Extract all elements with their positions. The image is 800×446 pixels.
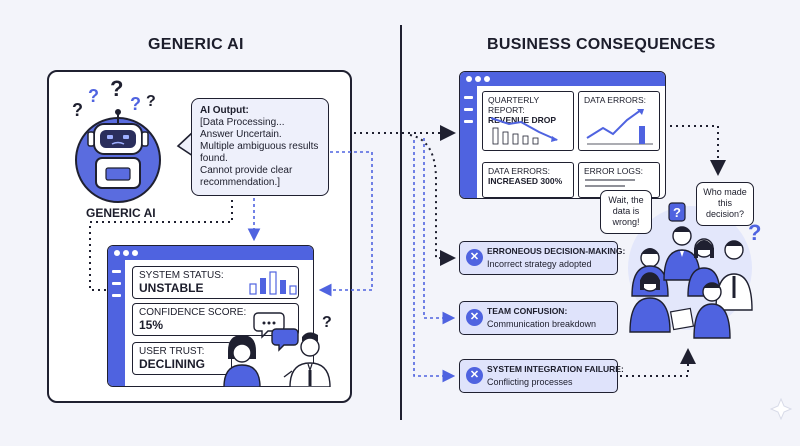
question-mark-icon: ? bbox=[748, 220, 761, 245]
svg-text:?: ? bbox=[322, 314, 332, 331]
confidence-score-value: 15% bbox=[139, 318, 164, 332]
svg-text:?: ? bbox=[88, 86, 99, 106]
question-badge-icon: ? bbox=[668, 202, 686, 222]
left-heading: GENERIC AI bbox=[148, 36, 244, 53]
ai-output-bubble: AI Output: [Data Processing... Answer Un… bbox=[191, 98, 329, 196]
window-titlebar bbox=[460, 72, 665, 86]
window-sidebar bbox=[108, 260, 125, 386]
consequence-desc: Conflicting processes bbox=[487, 377, 573, 387]
error-logs-label: ERROR LOGS: bbox=[584, 166, 644, 176]
log-lines-icon bbox=[585, 179, 635, 187]
confidence-score-label: CONFIDENCE SCORE: bbox=[139, 307, 247, 318]
bar-chart-icon bbox=[249, 271, 297, 295]
sparkle-icon bbox=[770, 398, 792, 420]
confused-team-icon bbox=[628, 206, 753, 339]
bubble-tail bbox=[176, 131, 194, 157]
quarterly-report-label: QUARTERLY REPORT: bbox=[488, 95, 540, 115]
svg-text:?: ? bbox=[72, 100, 83, 120]
consequence-title: ERRONEOUS DECISION-MAKING: bbox=[487, 246, 626, 256]
center-divider bbox=[400, 25, 402, 420]
robot-icon: ? ? ? ? ? bbox=[72, 78, 161, 203]
close-x-icon: ✕ bbox=[466, 309, 483, 326]
declining-chart-icon bbox=[490, 117, 558, 145]
user-trust-box: USER TRUST: DECLINING bbox=[132, 342, 232, 375]
user-trust-label: USER TRUST: bbox=[139, 346, 205, 357]
errors-increase-label: DATA ERRORS: bbox=[488, 166, 551, 176]
svg-text:?: ? bbox=[110, 78, 123, 101]
quarterly-report-value: REVENUE DROP bbox=[488, 115, 557, 125]
svg-text:?: ? bbox=[673, 205, 681, 220]
svg-text:?: ? bbox=[748, 220, 761, 245]
close-x-icon: ✕ bbox=[466, 367, 483, 384]
ai-output-body: [Data Processing... Answer Uncertain. Mu… bbox=[200, 117, 319, 188]
close-x-icon: ✕ bbox=[466, 249, 483, 266]
quarterly-report-panel: QUARTERLY REPORT: REVENUE DROP bbox=[482, 91, 574, 151]
speech-bubble-wait: Wait, the data is wrong! bbox=[600, 190, 652, 234]
user-trust-value: DECLINING bbox=[139, 357, 205, 371]
consequence-title: TEAM CONFUSION: bbox=[487, 306, 568, 316]
confused-users-icon: ? bbox=[223, 312, 332, 387]
data-errors-label: DATA ERRORS: bbox=[584, 95, 647, 105]
consequence-title: SYSTEM INTEGRATION FAILURE: bbox=[487, 364, 624, 374]
consequence-desc: Incorrect strategy adopted bbox=[487, 259, 592, 269]
report-dashboard-window: QUARTERLY REPORT: REVENUE DROP DATA ERRO… bbox=[459, 71, 666, 199]
data-errors-panel: DATA ERRORS: bbox=[578, 91, 660, 151]
consequence-decision-making: ✕ ERRONEOUS DECISION-MAKING: Incorrect s… bbox=[459, 241, 625, 275]
consequence-desc: Communication breakdown bbox=[487, 319, 597, 329]
window-sidebar bbox=[460, 86, 477, 198]
window-titlebar bbox=[108, 246, 313, 260]
ai-label: GENERIC AI bbox=[86, 206, 156, 220]
errors-increase-value: INCREASED 300% bbox=[488, 176, 563, 186]
errors-increase-panel: DATA ERRORS: INCREASED 300% bbox=[482, 162, 574, 198]
speech-bubble-who: Who made this decision? bbox=[696, 182, 754, 226]
svg-text:?: ? bbox=[130, 94, 141, 114]
consequence-integration-failure: ✕ SYSTEM INTEGRATION FAILURE: Conflictin… bbox=[459, 359, 624, 393]
svg-text:?: ? bbox=[146, 93, 156, 110]
consequence-team-confusion: ✕ TEAM CONFUSION: Communication breakdow… bbox=[459, 301, 618, 335]
ai-output-title: AI Output: bbox=[200, 105, 249, 116]
rising-chart-icon bbox=[586, 109, 653, 145]
right-heading: BUSINESS CONSEQUENCES bbox=[487, 36, 716, 53]
